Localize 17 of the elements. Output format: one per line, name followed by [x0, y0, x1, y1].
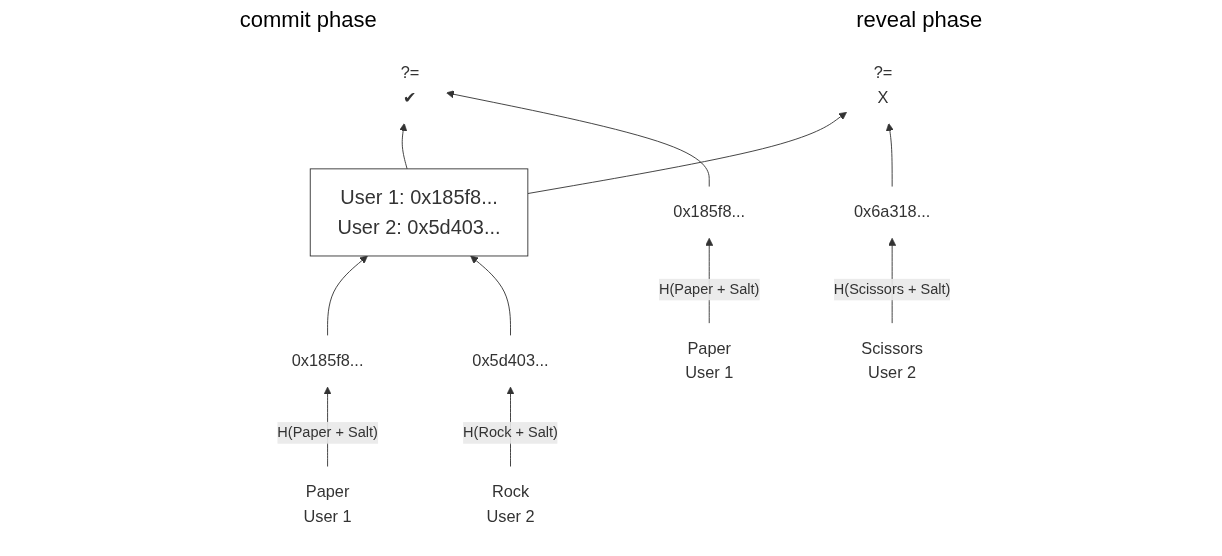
edge-label: H(Rock + Salt) [463, 424, 558, 441]
phase-heading: commit phase [239, 7, 377, 33]
edge-label: H(Scissors + Salt) [833, 281, 951, 297]
node-text: 0x5d403... [472, 351, 549, 370]
node-text: 0x185f8... [291, 351, 364, 370]
edge-label: H(Paper + Salt) [277, 424, 378, 441]
node-text: Paper User 1 [303, 482, 352, 526]
node-text: 0x6a318... [853, 202, 931, 222]
phase-heading: reveal phase [856, 7, 983, 33]
node-text: ?= ✔ [400, 63, 420, 107]
node-text: Rock User 2 [486, 482, 535, 526]
node-box: User 1: 0x185f8... User 2: 0x5d403... [309, 168, 529, 257]
node-text: Scissors User 2 [861, 339, 923, 383]
node-text: ?= X [873, 63, 893, 107]
node-text: 0x185f8... [673, 202, 746, 222]
edge-label: H(Paper + Salt) [658, 281, 760, 297]
node-text: Paper User 1 [685, 339, 734, 383]
